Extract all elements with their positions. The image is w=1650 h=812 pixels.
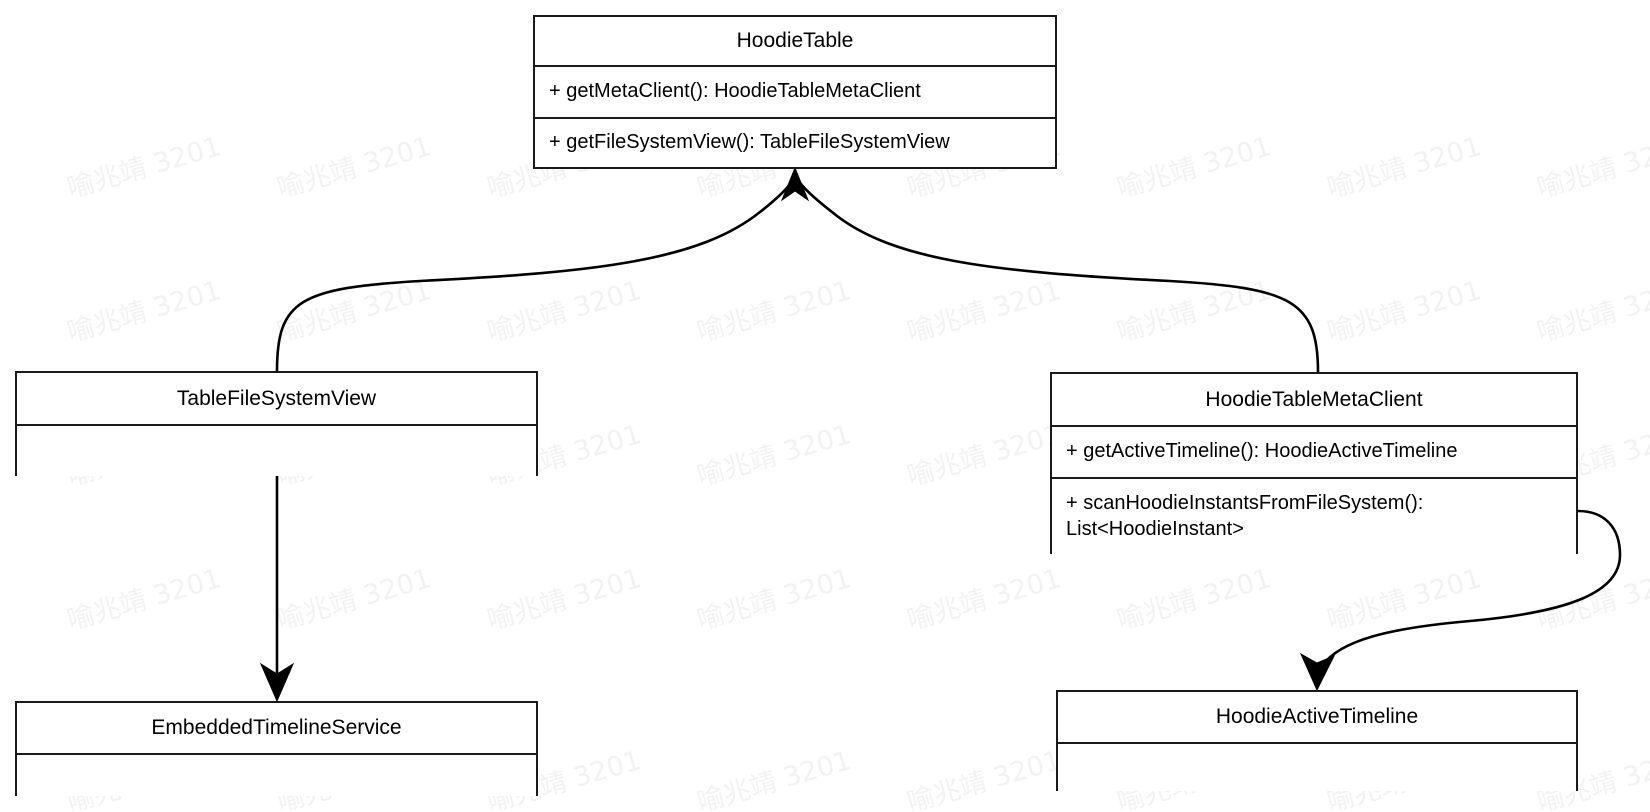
class-title-hoodie-table-meta-client: HoodieTableMetaClient (1052, 374, 1576, 427)
watermark-text: 喻兆靖 3201 (693, 275, 855, 349)
watermark-text: 喻兆靖 3201 (273, 563, 435, 637)
class-title-table-file-system-view: TableFileSystemView (17, 373, 536, 426)
class-compartment-methods: + getFileSystemView(): TableFileSystemVi… (535, 117, 1055, 167)
class-member: + getMetaClient(): HoodieTableMetaClient (549, 80, 921, 103)
class-title-embedded-timeline-service: EmbeddedTimelineService (17, 703, 536, 755)
watermark-text: 喻兆靖 3201 (1113, 131, 1275, 205)
watermark-text: 喻兆靖 3201 (693, 419, 855, 493)
watermark-text: 喻兆靖 3201 (1113, 563, 1275, 637)
class-title-hoodie-active-timeline: HoodieActiveTimeline (1058, 692, 1576, 744)
watermark-text: 喻兆靖 3201 (483, 275, 645, 349)
watermark-text: 喻兆靖 3201 (903, 745, 1065, 812)
watermark-text: 喻兆靖 3201 (1533, 275, 1650, 349)
watermark-text: 喻兆靖 3201 (1113, 275, 1275, 349)
watermark-text: 喻兆靖 3201 (63, 275, 225, 349)
class-box-hoodie-table-meta-client[interactable]: HoodieTableMetaClient + getActiveTimelin… (1050, 372, 1578, 554)
watermark-text: 喻兆靖 3201 (1533, 131, 1650, 205)
arrowhead-into-hoodietable (780, 166, 810, 202)
class-member: + getActiveTimeline(): HoodieActiveTimel… (1066, 440, 1458, 463)
class-compartment-methods: + getActiveTimeline(): HoodieActiveTimel… (1052, 427, 1576, 477)
class-box-hoodie-table[interactable]: HoodieTable + getMetaClient(): HoodieTab… (533, 15, 1057, 169)
class-title-hoodie-table: HoodieTable (535, 17, 1055, 67)
watermark-text: 喻兆靖 3201 (903, 419, 1065, 493)
class-compartment-empty (17, 755, 536, 796)
watermark-text: 喻兆靖 3201 (1323, 563, 1485, 637)
watermark-text: 喻兆靖 3201 (693, 563, 855, 637)
watermark-text: 喻兆靖 3201 (903, 563, 1065, 637)
watermark-text: 喻兆靖 3201 (693, 745, 855, 812)
class-box-table-file-system-view[interactable]: TableFileSystemView (15, 371, 538, 476)
watermark-text: 喻兆靖 3201 (273, 275, 435, 349)
watermark-text: 喻兆靖 3201 (1323, 275, 1485, 349)
watermark-text: 喻兆靖 3201 (903, 275, 1065, 349)
class-compartment-empty (17, 426, 536, 476)
watermark-text: 喻兆靖 3201 (273, 131, 435, 205)
watermark-text: 喻兆靖 3201 (63, 563, 225, 637)
edge-metaclient-to-hoodietable (796, 179, 1320, 373)
class-box-embedded-timeline-service[interactable]: EmbeddedTimelineService (15, 701, 538, 796)
class-compartment-methods: + scanHoodieInstantsFromFileSystem(): Li… (1052, 477, 1576, 554)
class-box-hoodie-active-timeline[interactable]: HoodieActiveTimeline (1056, 690, 1578, 791)
class-compartment-empty (1058, 744, 1576, 791)
class-member: + getFileSystemView(): TableFileSystemVi… (549, 131, 950, 154)
watermark-text: 喻兆靖 3201 (1533, 563, 1650, 637)
arrowhead-into-activetimeline (1299, 652, 1336, 692)
edge-tablefilesystemview-to-hoodietable (275, 179, 795, 372)
watermark-text: 喻兆靖 3201 (63, 131, 225, 205)
class-member: + scanHoodieInstantsFromFileSystem(): Li… (1066, 491, 1424, 540)
watermark-text: 喻兆靖 3201 (483, 563, 645, 637)
arrowhead-into-embeddedtimelineservice (259, 662, 295, 703)
watermark-text: 喻兆靖 3201 (1323, 131, 1485, 205)
class-compartment-methods: + getMetaClient(): HoodieTableMetaClient (535, 67, 1055, 117)
